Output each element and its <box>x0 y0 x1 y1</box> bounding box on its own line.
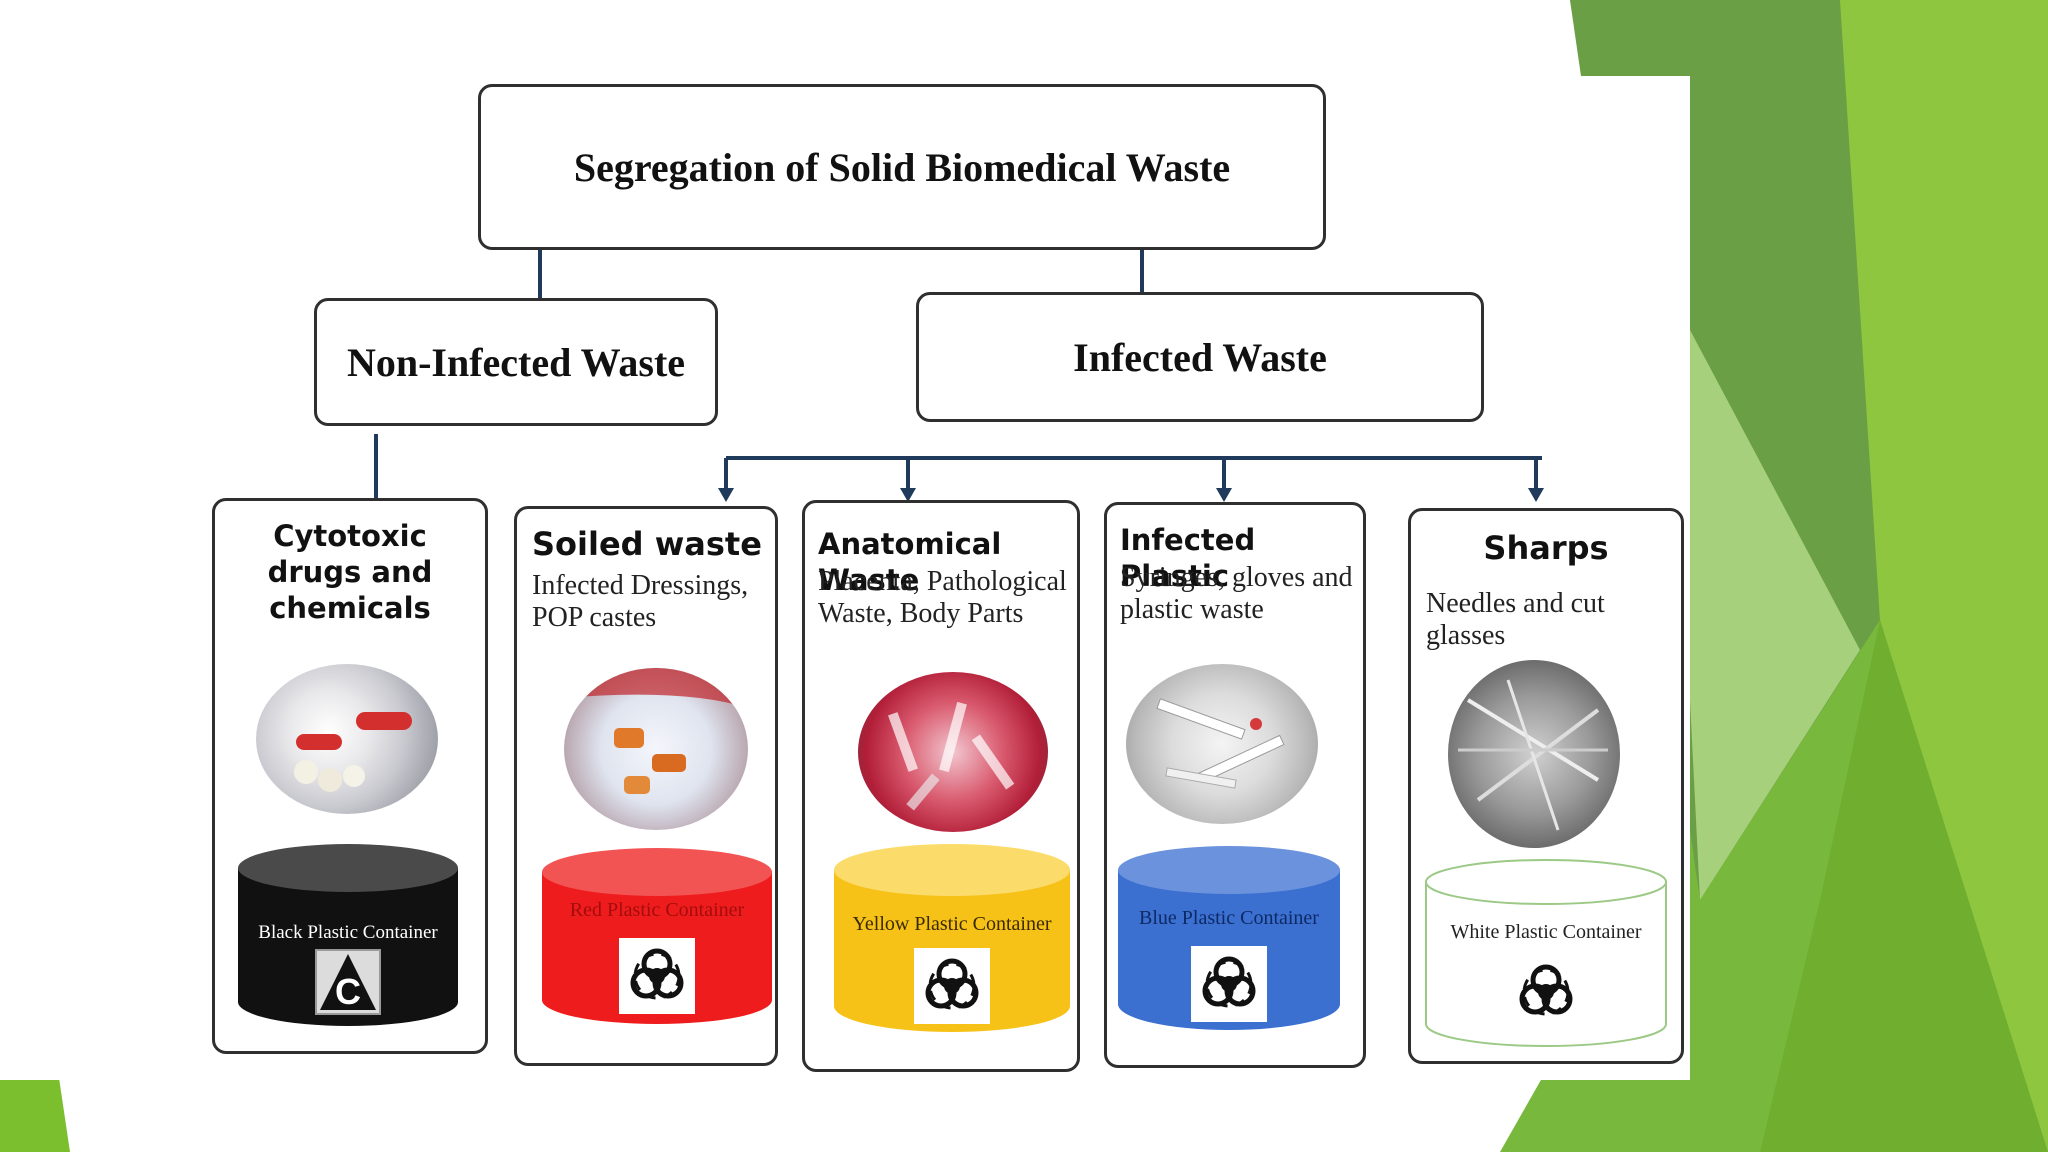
category-title: Infected Plastic <box>1120 523 1256 593</box>
anatomical-waste-photo <box>858 672 1048 832</box>
yellow-plastic-container: Yellow Plastic Container <box>834 844 1070 1032</box>
needle-shapes <box>1458 679 1608 831</box>
dressing-shapes <box>564 668 748 794</box>
black-plastic-container: Black Plastic Container C <box>238 844 458 1026</box>
container-label: Red Plastic Container <box>570 899 745 921</box>
category-title: Sharps <box>1483 529 1609 567</box>
category-title: Cytotoxic drugs and chemicals <box>267 519 433 625</box>
category-description: Placenta, Pathological Waste, Body Parts <box>818 566 1067 629</box>
container-label: Yellow Plastic Container <box>852 913 1051 935</box>
root-node: Segregation of Solid Biomedical Waste <box>478 84 1326 250</box>
biohazard-icon <box>619 938 695 1014</box>
biohazard-icon <box>1191 946 1267 1022</box>
container-label: White Plastic Container <box>1450 921 1641 943</box>
category-description: Infected Dressings, POP castes <box>532 570 749 633</box>
biohazard-icon <box>1519 964 1573 1016</box>
soiled-waste-photo <box>564 668 748 830</box>
root-node-label: Segregation of Solid Biomedical Waste <box>573 144 1231 190</box>
sharps-photo <box>1448 660 1620 848</box>
category-title: Anatomical Waste <box>818 527 1002 597</box>
cytotoxic-symbol-letter: C <box>335 971 361 1012</box>
category-description: Syringes, gloves and plastic waste <box>1120 562 1353 625</box>
syringe-shapes <box>1156 698 1285 789</box>
specimen-shapes <box>888 701 1015 811</box>
category-title: Soiled waste <box>532 525 762 563</box>
container-label: Blue Plastic Container <box>1139 907 1319 929</box>
red-plastic-container: Red Plastic Container <box>542 848 772 1024</box>
infected-plastic-photo <box>1126 664 1318 824</box>
cytotoxic-c-icon: C <box>315 949 381 1015</box>
blue-plastic-container: Blue Plastic Container <box>1118 846 1340 1030</box>
biohazard-icon <box>914 948 990 1024</box>
container-label: Black Plastic Container <box>258 922 438 943</box>
branch-label: Infected Waste <box>1073 334 1327 380</box>
branch-label: Non-Infected Waste <box>346 339 686 385</box>
cytotoxic-drugs-photo <box>256 664 438 814</box>
branch-non-infected-waste: Non-Infected Waste <box>314 298 718 426</box>
white-plastic-container: White Plastic Container <box>1425 859 1667 1047</box>
category-description: Needles and cut glasses <box>1426 588 1605 651</box>
pill-shapes <box>294 664 438 792</box>
branch-infected-waste: Infected Waste <box>916 292 1484 422</box>
